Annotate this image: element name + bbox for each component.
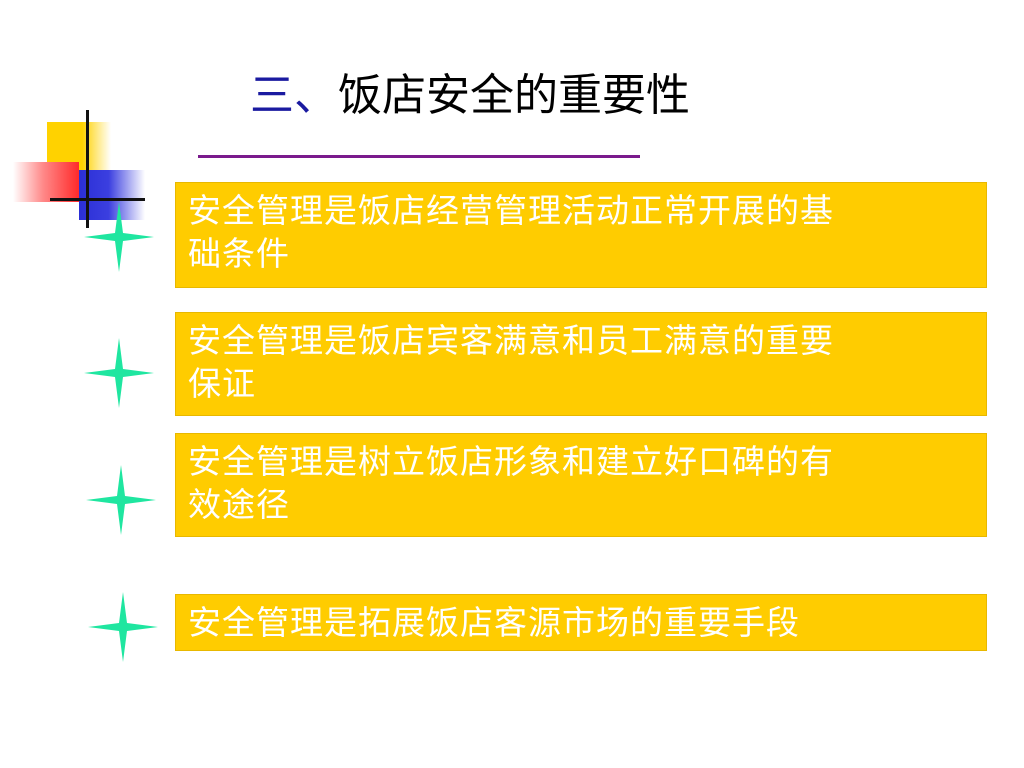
list-item-text: 安全管理是饭店经营管理活动正常开展的基础条件: [188, 191, 834, 273]
horizontal-line-decoration: [50, 198, 145, 201]
list-item-text: 安全管理是饭店宾客满意和员工满意的重要保证: [188, 321, 834, 403]
four-point-star-icon: [82, 200, 156, 274]
list-item: 安全管理是饭店宾客满意和员工满意的重要保证: [175, 312, 987, 416]
red-square-decoration: [13, 162, 79, 202]
vertical-line-decoration: [86, 110, 89, 228]
four-point-star-icon: [84, 463, 158, 537]
list-item: 安全管理是饭店经营管理活动正常开展的基础条件: [175, 182, 987, 288]
title-number: 三、: [250, 70, 338, 121]
list-item: 安全管理是树立饭店形象和建立好口碑的有效途径: [175, 433, 987, 537]
page-title: 三、饭店安全的重要性: [250, 66, 810, 126]
four-point-star-icon: [82, 336, 156, 410]
title-text: 饭店安全的重要性: [338, 70, 690, 121]
list-item-text: 安全管理是树立饭店形象和建立好口碑的有效途径: [188, 442, 834, 524]
list-item-text: 安全管理是拓展饭店客源市场的重要手段: [188, 603, 800, 642]
list-item: 安全管理是拓展饭店客源市场的重要手段: [175, 594, 987, 651]
title-underline: [198, 155, 640, 158]
blue-square-decoration: [79, 170, 145, 220]
four-point-star-icon: [86, 590, 160, 664]
